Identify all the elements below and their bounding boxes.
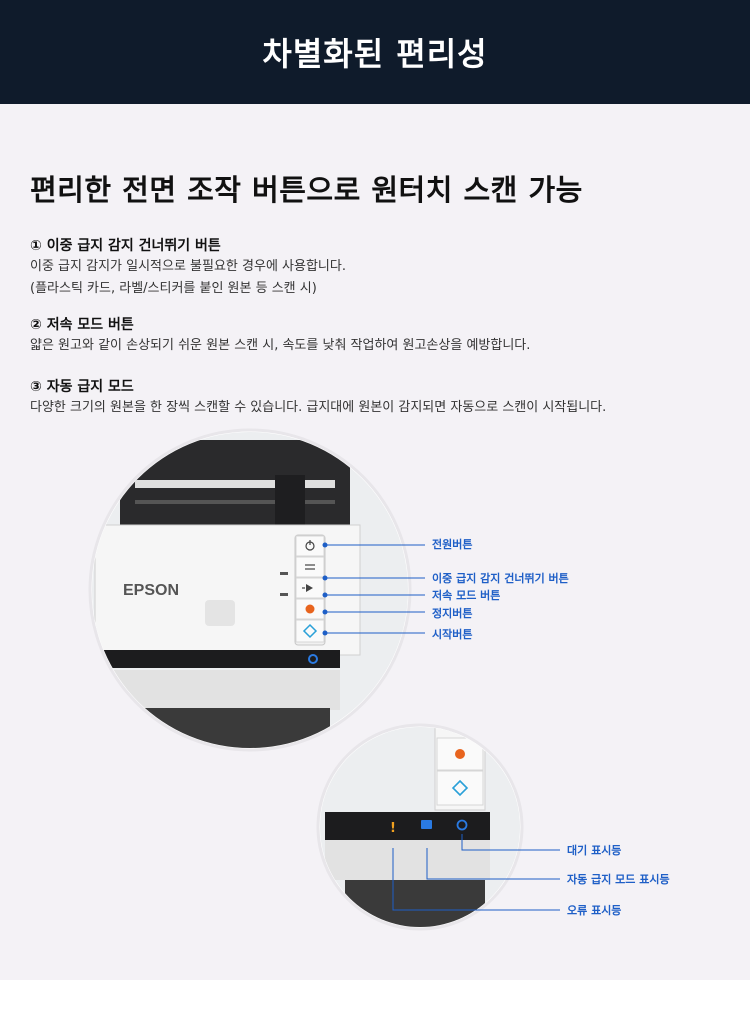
indicator-callouts — [392, 834, 560, 911]
start-icon — [302, 623, 318, 639]
feature-slow-mode: ② 저속 모드 버튼 얇은 원고와 같이 손상되기 쉬운 원본 스캔 시, 속도… — [30, 315, 745, 357]
label-error-indicator: 오류 표시등 — [567, 904, 622, 917]
header-title: 차별화된 편리성 — [262, 35, 488, 73]
feature-double-feed-skip: ① 이중 급지 감지 건너뛰기 버튼 이중 급지 감지가 일시적으로 불필요한 … — [30, 236, 745, 300]
feature-desc-line: (플라스틱 카드, 라벨/스티커를 붙인 원본 등 스캔 시) — [30, 281, 317, 296]
label-auto-feed-indicator: 자동 급지 모드 표시등 — [567, 873, 670, 886]
feature-desc-line: 얇은 원고와 같이 손상되기 쉬운 원본 스캔 시, 속도를 낮춰 작업하여 원… — [30, 338, 531, 353]
feature-title: ① 이중 급지 감지 건너뛰기 버튼 — [30, 238, 221, 254]
header-banner: 차별화된 편리성 — [0, 0, 750, 104]
slow-mode-icon — [302, 584, 313, 592]
feature-desc-line: 다양한 크기의 원본을 한 장씩 스캔할 수 있습니다. 급지대에 원본이 감지… — [30, 400, 607, 415]
feature-auto-feed: ③ 자동 급지 모드 다양한 크기의 원본을 한 장씩 스캔할 수 있습니다. … — [30, 377, 745, 419]
ready-indicator-icon — [456, 819, 468, 831]
double-feed-icon — [305, 564, 315, 570]
label-power-button: 전원버튼 — [432, 538, 473, 551]
label-slow-mode-button: 저속 모드 버튼 — [432, 589, 501, 602]
scanner-illustration: EPSON — [0, 420, 750, 980]
footer-strip — [0, 980, 750, 1017]
power-icon — [305, 540, 315, 551]
label-stop-button: 정지버튼 — [432, 607, 473, 620]
scanner-front-view: EPSON — [88, 428, 412, 752]
indicator-panel-view: ! — [316, 723, 524, 931]
headline: 편리한 전면 조작 버튼으로 원터치 스캔 가능 — [30, 173, 583, 207]
error-indicator-icon: ! — [390, 821, 396, 836]
epson-logo: EPSON — [123, 582, 179, 599]
scanner-illustration-svg: EPSON — [88, 428, 560, 931]
start-icon — [451, 779, 469, 797]
auto-feed-indicator-icon — [421, 820, 432, 829]
feature-desc-line: 이중 급지 감지가 일시적으로 불필요한 경우에 사용합니다. — [30, 259, 346, 274]
label-start-button: 시작버튼 — [432, 628, 473, 641]
feature-title: ③ 자동 급지 모드 — [30, 379, 134, 395]
feature-title: ② 저속 모드 버튼 — [30, 317, 134, 333]
stop-icon — [305, 604, 315, 614]
button-callouts — [322, 542, 425, 636]
label-double-feed-skip-button: 이중 급지 감지 건너뛰기 버튼 — [432, 572, 569, 585]
label-ready-indicator: 대기 표시등 — [567, 844, 622, 857]
stop-icon — [455, 749, 465, 759]
